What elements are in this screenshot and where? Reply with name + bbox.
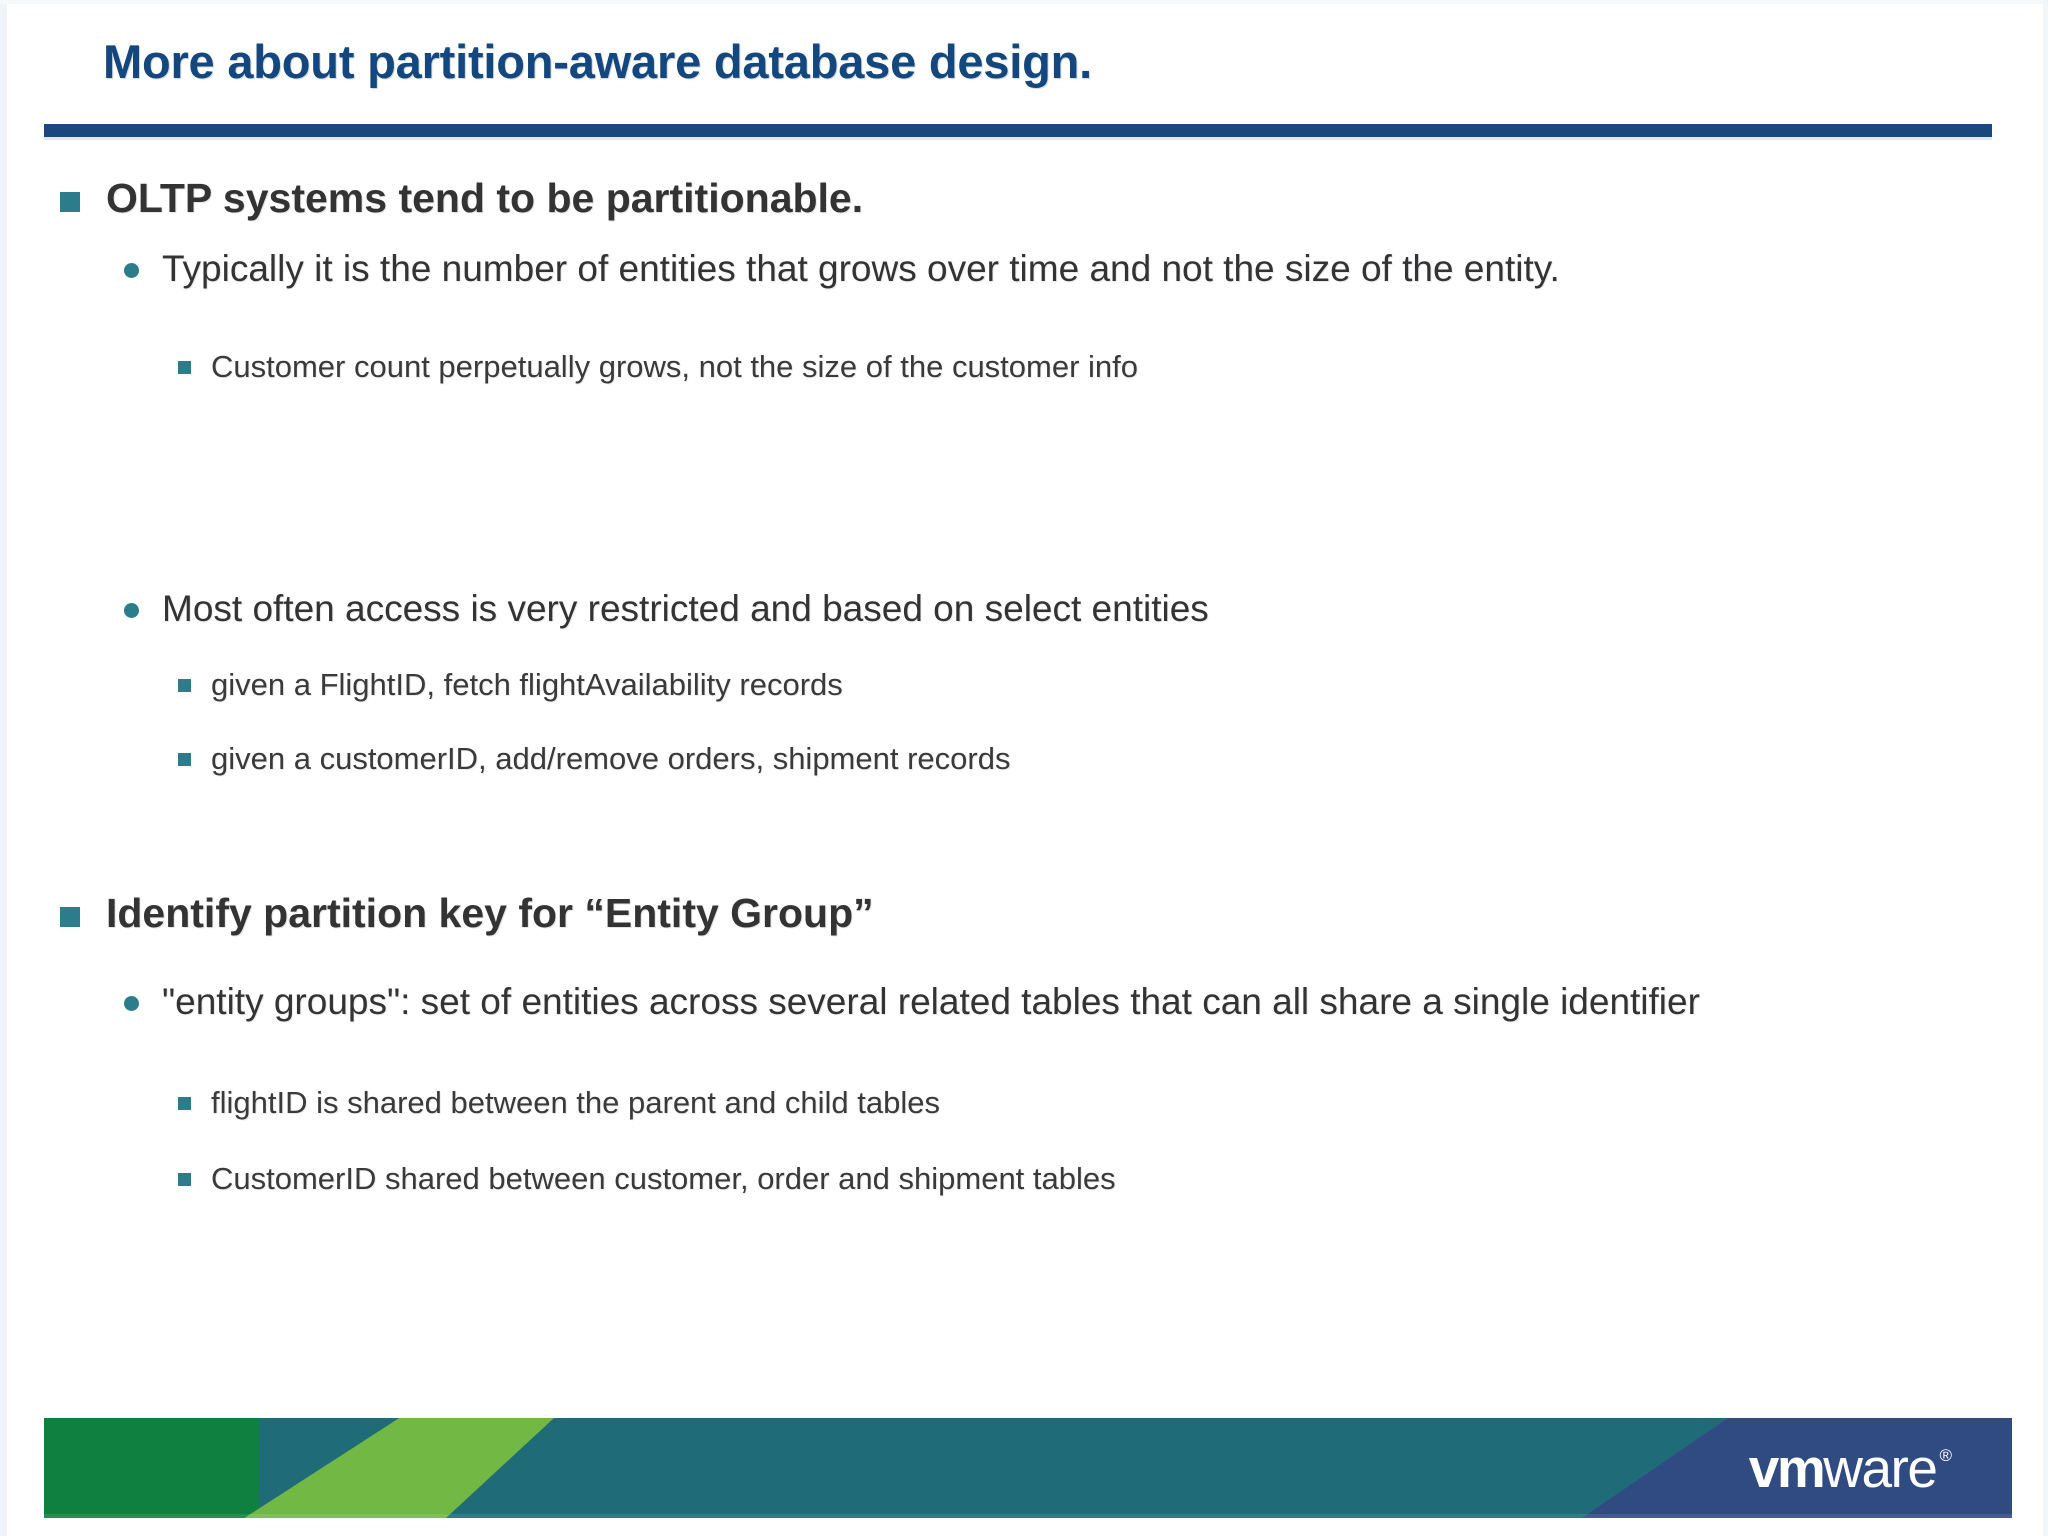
bullet-item-level-2: "entity groups": set of entities across … <box>124 978 1914 1026</box>
round-bullet-icon <box>124 263 139 278</box>
footer-bottom-edge <box>44 1514 2012 1518</box>
slide-right-edge <box>2043 0 2048 1536</box>
bullet-text: Identify partition key for “Entity Group… <box>106 890 874 936</box>
bullet-item-level-3: CustomerID shared between customer, orde… <box>178 1160 1898 1199</box>
footer-dark-green-block <box>44 1418 259 1518</box>
title-block: More about partition-aware database desi… <box>0 0 2048 140</box>
bullet-text: given a FlightID, fetch flightAvailabili… <box>211 667 843 702</box>
registered-trademark-icon: ® <box>1939 1446 1951 1465</box>
title-divider-shadow <box>44 137 1992 140</box>
slide-top-edge <box>0 0 2048 4</box>
square-bullet-icon <box>60 192 80 212</box>
bullet-text: CustomerID shared between customer, orde… <box>211 1161 1116 1196</box>
bullet-item-level-2: Typically it is the number of entities t… <box>124 245 1914 293</box>
bullet-text: "entity groups": set of entities across … <box>162 981 1700 1022</box>
round-bullet-icon <box>124 996 139 1011</box>
bullet-item-level-3: Customer count perpetually grows, not th… <box>178 348 1898 387</box>
small-square-bullet-icon <box>178 1097 191 1110</box>
bullet-item-level-1: OLTP systems tend to be partitionable. <box>60 175 1960 223</box>
small-square-bullet-icon <box>178 361 191 374</box>
vmware-logo-vm: vm <box>1748 1437 1826 1499</box>
round-bullet-icon <box>124 603 139 618</box>
bullet-item-level-3: flightID is shared between the parent an… <box>178 1084 1898 1123</box>
slide-left-edge <box>0 0 7 1536</box>
page-title: More about partition-aware database desi… <box>103 35 1093 88</box>
square-bullet-icon <box>60 907 80 927</box>
vmware-logo: vm ware ® <box>1748 1436 1952 1500</box>
small-square-bullet-icon <box>178 679 191 692</box>
bullet-text: Typically it is the number of entities t… <box>162 248 1560 289</box>
footer-banner: vm ware ® <box>44 1418 2012 1518</box>
bullet-text: Most often access is very restricted and… <box>162 588 1209 629</box>
bullet-text: given a customerID, add/remove orders, s… <box>211 741 1011 776</box>
slide-body: OLTP systems tend to be partitionable. Ty… <box>0 150 2048 1380</box>
bullet-item-level-1: Identify partition key for “Entity Group… <box>60 890 1960 938</box>
bullet-text: flightID is shared between the parent an… <box>211 1085 940 1120</box>
bullet-item-level-2: Most often access is very restricted and… <box>124 585 1914 633</box>
small-square-bullet-icon <box>178 753 191 766</box>
title-divider-rule <box>44 124 1992 137</box>
vmware-logo-ware: ware <box>1823 1437 1938 1499</box>
bullet-item-level-3: given a FlightID, fetch flightAvailabili… <box>178 666 1898 705</box>
bullet-text: OLTP systems tend to be partitionable. <box>106 175 864 221</box>
bullet-text: Customer count perpetually grows, not th… <box>211 349 1139 384</box>
small-square-bullet-icon <box>178 1173 191 1186</box>
bullet-item-level-3: given a customerID, add/remove orders, s… <box>178 740 1898 779</box>
